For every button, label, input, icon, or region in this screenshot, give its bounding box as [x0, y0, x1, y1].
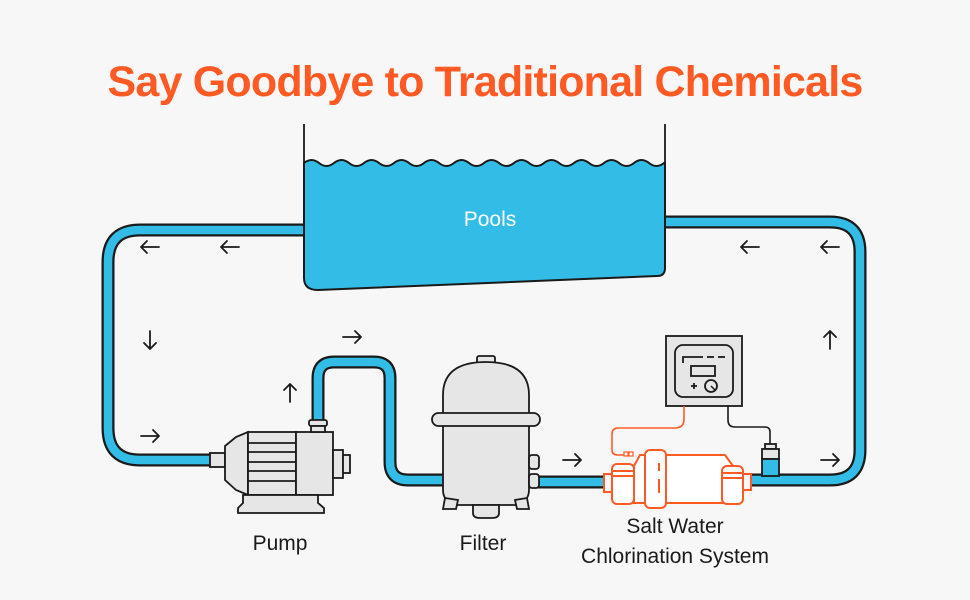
- pipe-left-loop: [101, 223, 305, 467]
- arrow-left-icon: [820, 240, 840, 254]
- power-wire: [611, 406, 685, 456]
- chlorinator-label-line1: Salt Water: [626, 515, 723, 538]
- arrow-right-icon: [820, 453, 840, 467]
- page-title: Say Goodbye to Traditional Chemicals: [107, 58, 864, 106]
- arrow-left-icon: [740, 240, 760, 254]
- filter: [431, 355, 541, 519]
- sensor-probe: [761, 443, 780, 477]
- pool-tank: Pools: [303, 124, 666, 292]
- chlorinator-label-line2: Chlorination System: [581, 545, 769, 568]
- arrow-up-icon: [823, 330, 837, 350]
- display-icon: [690, 365, 716, 377]
- arrow-right-icon: [562, 453, 582, 467]
- arrow-left-icon: [140, 240, 160, 254]
- arrow-down-icon: [143, 330, 157, 350]
- pump: [209, 419, 351, 514]
- dial-icon: [704, 379, 718, 393]
- arrow-right-icon: [140, 429, 160, 443]
- salt-chlorinator-cell: [603, 449, 752, 509]
- filter-label: Filter: [460, 532, 507, 555]
- pump-label: Pump: [253, 532, 308, 555]
- arrow-up-icon: [283, 383, 297, 403]
- arrow-left-icon: [220, 240, 240, 254]
- sensor-wire: [727, 406, 771, 446]
- control-panel: [665, 335, 743, 407]
- pipe-network: [101, 215, 867, 489]
- flow-arrows: [140, 240, 840, 467]
- arrow-right-icon: [342, 330, 362, 344]
- pool-label: Pools: [464, 208, 517, 231]
- pool-water: [303, 159, 666, 292]
